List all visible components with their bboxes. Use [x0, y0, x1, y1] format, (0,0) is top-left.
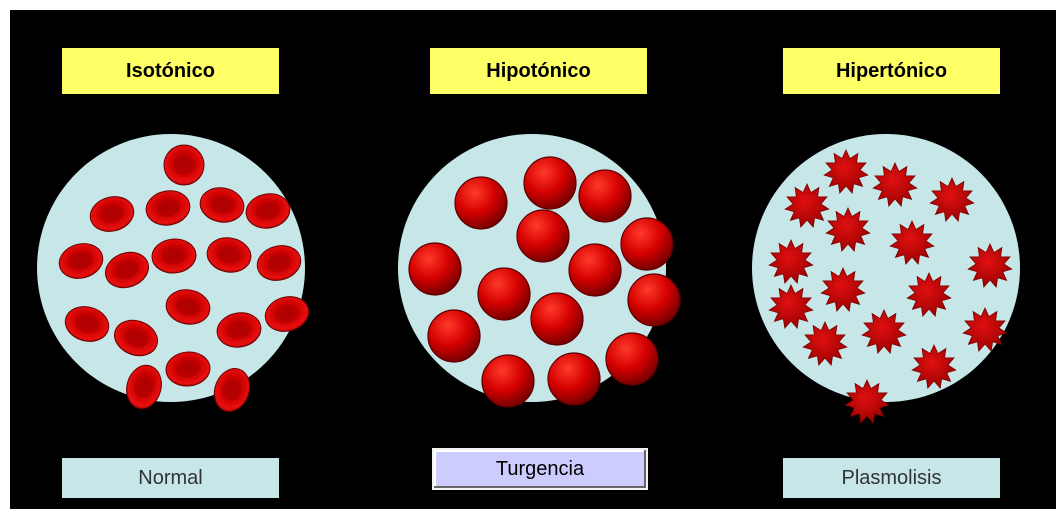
swollen-cell: [628, 274, 680, 326]
cells-diagram: [10, 10, 1056, 509]
swollen-cell: [409, 243, 461, 295]
swollen-cell: [579, 170, 631, 222]
diagram-canvas: Isotónico Hipotónico Hipertónico: [10, 10, 1056, 509]
swollen-cell: [524, 157, 576, 209]
swollen-cell: [569, 244, 621, 296]
swollen-cell: [455, 177, 507, 229]
swollen-cell: [478, 268, 530, 320]
swollen-cell: [531, 293, 583, 345]
turgencia-label: Turgencia: [432, 448, 648, 490]
plasmolisis-label: Plasmolisis: [783, 458, 1000, 498]
swollen-cell: [517, 210, 569, 262]
swollen-cell: [621, 218, 673, 270]
normal-label: Normal: [62, 458, 279, 498]
swollen-cell: [548, 353, 600, 405]
swollen-cell: [482, 355, 534, 407]
swollen-cell: [428, 310, 480, 362]
swollen-cell: [606, 333, 658, 385]
red-blood-cell: [164, 145, 204, 185]
